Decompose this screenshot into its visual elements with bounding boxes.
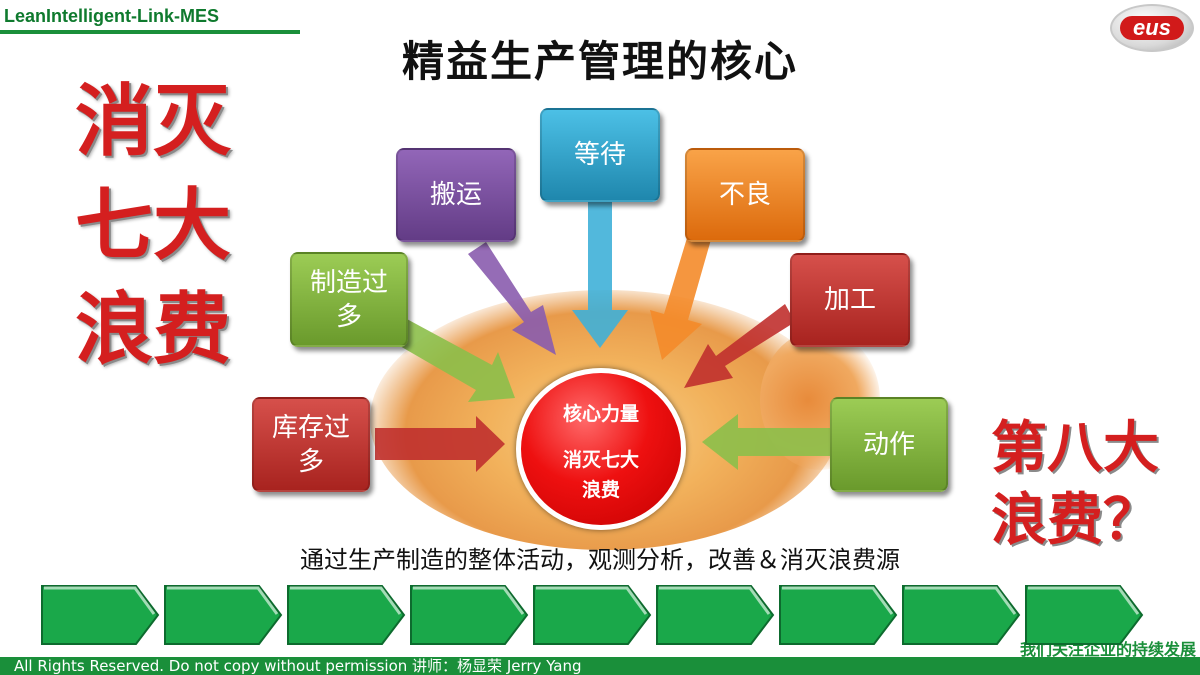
core-line-3: 浪费 <box>581 479 620 501</box>
waste-label: 制造过多 <box>309 267 388 332</box>
right-slogan-line: 浪费？ <box>991 487 1159 553</box>
brand-bar: LeanIntelligent-Link-MES <box>0 0 300 34</box>
arrow-waiting <box>572 202 628 348</box>
arrow-transport <box>468 242 556 355</box>
core-line-1: 核心力量 <box>562 403 639 425</box>
progress-chevron <box>656 585 775 645</box>
footer-copyright: All Rights Reserved. Do not copy without… <box>14 657 582 675</box>
left-slogan-line: 七大 <box>74 180 231 271</box>
brand-name: LeanIntelligent-Link-MES <box>4 6 220 26</box>
progress-chevron <box>41 585 160 645</box>
arrow-defect <box>650 228 712 360</box>
arrow-processing <box>684 304 795 388</box>
core-circle: 核心力量 消灭七大 浪费 <box>516 368 686 530</box>
slide-title: 精益生产管理的核心 <box>401 37 798 86</box>
progress-chevron <box>533 585 652 645</box>
waste-box-inventory: 库存过多 <box>252 397 370 492</box>
progress-chevron <box>164 585 283 645</box>
waste-box-defect: 不良 <box>685 148 805 242</box>
waste-box-processing: 加工 <box>790 253 910 347</box>
waste-label: 搬运 <box>429 180 482 210</box>
left-slogan-line: 浪费 <box>74 284 231 375</box>
company-logo: eus <box>1110 4 1194 52</box>
waste-box-overproduction: 制造过多 <box>290 252 408 347</box>
waste-label: 库存过多 <box>271 412 350 477</box>
progress-chevrons <box>40 584 1160 650</box>
arrow-inventory <box>375 416 505 472</box>
progress-chevron <box>410 585 529 645</box>
waste-label: 等待 <box>573 140 626 170</box>
arrow-overproduction <box>393 318 515 402</box>
waste-label: 加工 <box>823 285 876 315</box>
waste-box-transport: 搬运 <box>396 148 516 242</box>
core-line-2: 消灭七大 <box>562 449 639 471</box>
arrow-motion <box>702 414 832 470</box>
progress-chevron <box>287 585 406 645</box>
footer-bar: All Rights Reserved. Do not copy without… <box>0 657 1200 675</box>
progress-chevron <box>1025 585 1144 645</box>
left-slogan: 消灭 七大 浪费 <box>58 70 248 382</box>
waste-label: 动作 <box>862 429 915 460</box>
progress-chevron <box>779 585 898 645</box>
progress-chevron <box>902 585 1021 645</box>
left-slogan-line: 消灭 <box>74 76 231 167</box>
waste-label: 不良 <box>718 180 771 210</box>
right-slogan: 第八大 浪费？ <box>975 412 1175 556</box>
waste-box-motion: 动作 <box>830 397 948 492</box>
caption-text: 通过生产制造的整体活动，观测分析，改善＆消灭浪费源 <box>300 546 900 574</box>
right-slogan-line: 第八大 <box>991 415 1159 481</box>
logo-text: eus <box>1120 16 1184 40</box>
waste-box-waiting: 等待 <box>540 108 660 202</box>
